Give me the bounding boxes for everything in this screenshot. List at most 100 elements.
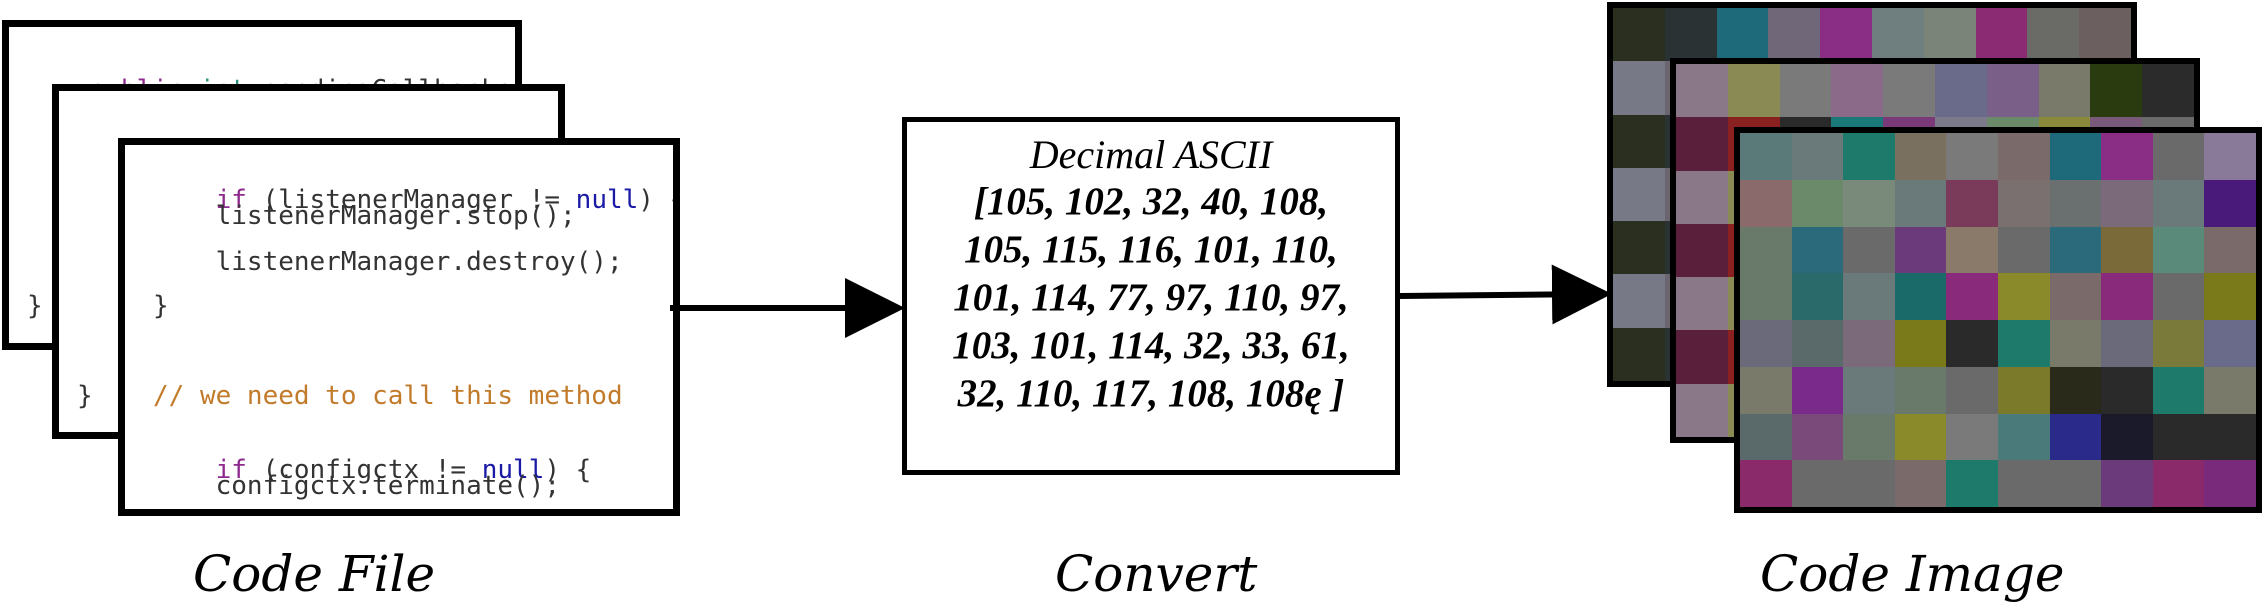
- pixel-tile: [1676, 330, 1728, 384]
- pixel-tile: [1791, 226, 1844, 274]
- pixel-tile: [1946, 320, 1998, 367]
- pixel-tile: [1740, 413, 1792, 461]
- closing-brace: }: [77, 381, 93, 411]
- pixel-tile: [1676, 383, 1728, 437]
- pixel-tile: [1768, 8, 1821, 62]
- pixel-tile: [1894, 366, 1947, 414]
- pixel-tile: [1946, 273, 1998, 320]
- pixel-tile: [2142, 64, 2194, 118]
- pixel-tile: [2101, 133, 2153, 180]
- pixel-tile: [2204, 460, 2256, 507]
- pixel-tile: [1894, 133, 1947, 180]
- code-card-front: if (listenerManager != null) { listenerM…: [118, 138, 680, 516]
- code-file-caption: Code File: [193, 545, 436, 603]
- pixel-tile: [1613, 61, 1665, 115]
- pixel-tile: [1740, 179, 1792, 227]
- pixel-tile: [2049, 413, 2102, 461]
- pixel-tile: [1843, 226, 1895, 274]
- pixel-tile: [2049, 320, 2102, 367]
- pixel-tile: [1997, 320, 2050, 367]
- pixel-tile: [1740, 460, 1792, 507]
- code-line: configctx.terminate();: [153, 471, 560, 501]
- pixel-tile: [1791, 273, 1844, 320]
- pixel-tile: [2204, 133, 2256, 180]
- code-line: listenerManager.destroy();: [153, 247, 623, 277]
- pixel-tile: [1843, 366, 1895, 414]
- pixel-tile: [1613, 167, 1665, 222]
- pixel-tile: [1791, 133, 1844, 180]
- code-text: ) {: [544, 455, 592, 485]
- pixel-tile: [1894, 273, 1947, 320]
- pixel-tile: [1997, 226, 2050, 274]
- pixel-tile: [2049, 226, 2102, 274]
- pixel-tile: [2152, 226, 2205, 274]
- pixel-tile: [1613, 221, 1665, 275]
- pixel-tile: [2049, 133, 2102, 180]
- pixel-tile: [1831, 64, 1884, 118]
- pixel-tile: [2204, 273, 2256, 320]
- ascii-line: [105, 102, 32, 40, 108,: [973, 180, 1329, 223]
- pixel-tile: [1986, 64, 2039, 118]
- pixel-tile: [1883, 64, 1935, 118]
- code-comment: // we need to call this method: [153, 381, 623, 411]
- pixel-tile: [2152, 273, 2205, 320]
- code-image-caption: Code Image: [1760, 545, 2065, 603]
- pixel-tile: [1997, 366, 2050, 414]
- code-line: if (configctx != null) {: [153, 425, 592, 509]
- pixel-tile: [1997, 460, 2050, 507]
- pixel-tile: [2204, 413, 2256, 461]
- pixel-tile: [1676, 170, 1728, 224]
- code-line: listenerManager.stop();: [153, 201, 576, 231]
- pixel-tile: [2101, 273, 2153, 320]
- pixel-tile: [1923, 8, 1976, 62]
- pixel-tile: [2101, 460, 2153, 507]
- pixel-tile: [1779, 64, 1832, 118]
- pixel-tile: [1894, 320, 1947, 367]
- pixel-grid: [1740, 133, 2256, 507]
- pixel-tile: [1894, 413, 1947, 461]
- pixel-tile: [1613, 274, 1665, 328]
- pixel-tile: [1894, 226, 1947, 274]
- pixel-tile: [1871, 8, 1924, 62]
- pixel-tile: [1740, 366, 1792, 414]
- pixel-tile: [2152, 460, 2205, 507]
- pixel-tile: [1946, 226, 1998, 274]
- pixel-tile: [1894, 460, 1947, 507]
- ascii-line: 103, 101, 114, 32, 33, 61,: [952, 324, 1350, 367]
- code-line: if (listenerManager != null) {: [153, 155, 673, 245]
- pixel-tile: [2049, 366, 2102, 414]
- pixel-tile: [1946, 460, 1998, 507]
- keyword: if: [215, 455, 247, 485]
- pixel-tile: [2049, 273, 2102, 320]
- code-text: (listenerManager !=: [246, 185, 576, 215]
- pixel-tile: [1843, 179, 1895, 227]
- pixel-tile: [1894, 179, 1947, 227]
- pixel-tile: [1740, 273, 1792, 320]
- code-text: (configctx !=: [246, 455, 482, 485]
- pixel-tile: [1676, 64, 1728, 118]
- pixel-tile: [1843, 460, 1895, 507]
- pixel-tile: [2090, 64, 2143, 118]
- pixel-tile: [2049, 460, 2102, 507]
- pixel-tile: [2079, 8, 2131, 62]
- arrow-convert-to-image: [1399, 264, 1612, 325]
- pixel-tile: [1997, 413, 2050, 461]
- keyword: null: [575, 185, 639, 215]
- pixel-tile: [1997, 133, 2050, 180]
- pixel-tile: [1934, 64, 1987, 118]
- pixel-tile: [1791, 413, 1844, 461]
- pixel-tile: [1820, 8, 1872, 62]
- pixel-tile: [1843, 273, 1895, 320]
- pixel-tile: [2152, 413, 2205, 461]
- pixel-tile: [1727, 64, 1780, 118]
- keyword: if: [215, 185, 247, 215]
- closing-brace: }: [27, 291, 43, 321]
- pixel-tile: [1740, 226, 1792, 274]
- pixel-tile: [1791, 460, 1844, 507]
- keyword: null: [481, 455, 545, 485]
- pixel-tile: [1613, 114, 1665, 168]
- pixel-tile: [1664, 8, 1717, 62]
- pixel-tile: [2204, 320, 2256, 367]
- pixel-tile: [1946, 133, 1998, 180]
